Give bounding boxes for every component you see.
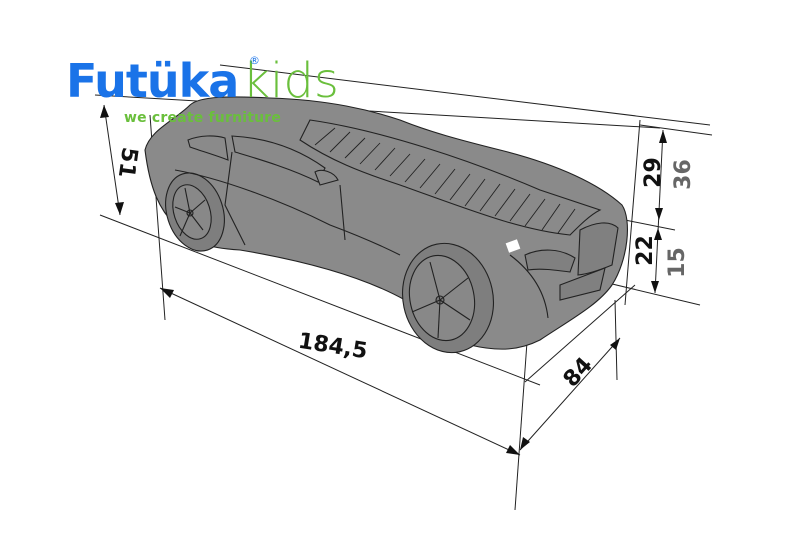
car-bed	[144, 96, 628, 354]
brand-logo: Futüka ®kids	[66, 53, 339, 109]
brand-suffix: kids	[242, 53, 339, 109]
arrowheads	[100, 105, 667, 455]
dim-front-base: 15	[664, 247, 690, 278]
brand-tagline: we create furniture	[124, 110, 282, 126]
light-switch	[505, 239, 521, 253]
rear-window	[187, 135, 229, 161]
grille	[577, 222, 619, 276]
lower-intake	[559, 267, 606, 301]
dim-front-lower: 22	[632, 235, 658, 266]
brand-name: Futüka	[66, 54, 239, 108]
side-mirror	[314, 169, 339, 186]
headlight	[524, 249, 576, 273]
dim-front-total: 36	[670, 159, 696, 190]
dim-front-upper: 29	[640, 157, 666, 188]
dim-height-rear: 51	[112, 145, 142, 180]
registered-mark: ®	[249, 54, 260, 67]
